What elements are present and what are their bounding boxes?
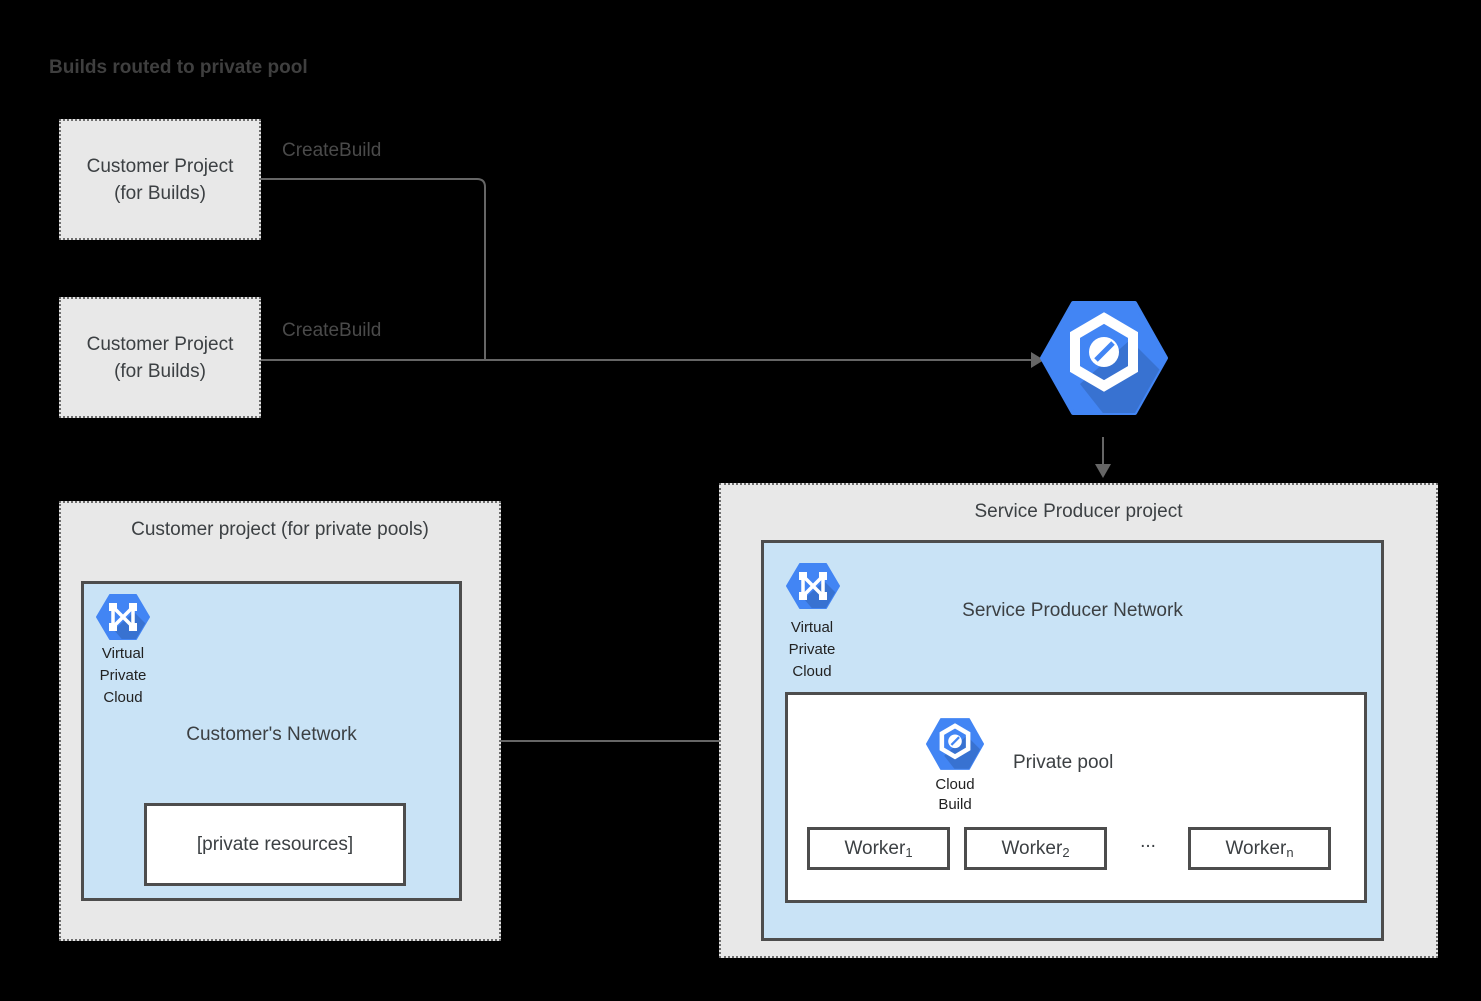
worker-label: Worker	[844, 837, 906, 859]
worker-subscript: 2	[1062, 845, 1070, 860]
worker-subscript: 1	[905, 845, 913, 860]
cloud-build-icon	[926, 718, 984, 770]
diagram-title: Builds routed to private pool	[49, 57, 308, 78]
customer-pool-project: Customer project (for private pools)	[59, 501, 501, 941]
customer-network-title: Customer's Network	[186, 724, 357, 745]
workers-ellipsis: ...	[1140, 831, 1156, 852]
createbuild-label-1: CreateBuild	[282, 140, 382, 161]
customer-build-project-1: Customer Project (for Builds)	[59, 119, 261, 240]
service-producer-project-title: Service Producer project	[974, 501, 1183, 522]
service-producer-network-title: Service Producer Network	[962, 600, 1183, 621]
cloud-build-icon	[1040, 301, 1168, 415]
customer-pool-project-title: Customer project (for private pools)	[131, 519, 429, 540]
virtual-private-cloud-icon	[96, 594, 150, 640]
customer-build-project-2: Customer Project (for Builds)	[59, 297, 261, 418]
private-pool-title: Private pool	[1013, 752, 1114, 773]
worker-subscript: n	[1286, 845, 1294, 860]
cloud-build-icon-label: Cloud Build	[935, 776, 975, 813]
connector-createbuild-1	[261, 178, 486, 360]
arrowhead-to-cloud-build	[1031, 352, 1044, 368]
private-resources-box: [private resources]	[144, 803, 406, 886]
customer-network: Virtual Private Cloud Customer's Network…	[81, 581, 462, 901]
worker-label: Worker	[1225, 837, 1287, 859]
vpc-icon-label: Virtual Private Cloud	[99, 645, 147, 706]
virtual-private-cloud-icon	[786, 563, 840, 609]
createbuild-label-2: CreateBuild	[282, 320, 382, 341]
worker-label: Worker	[1001, 837, 1063, 859]
arrowhead-down	[1095, 464, 1111, 478]
service-producer-project: Service Producer project	[719, 483, 1438, 958]
service-producer-network: Virtual Private Cloud Service Producer N…	[761, 540, 1384, 941]
vpc-icon-label: Virtual Private Cloud	[788, 619, 836, 680]
